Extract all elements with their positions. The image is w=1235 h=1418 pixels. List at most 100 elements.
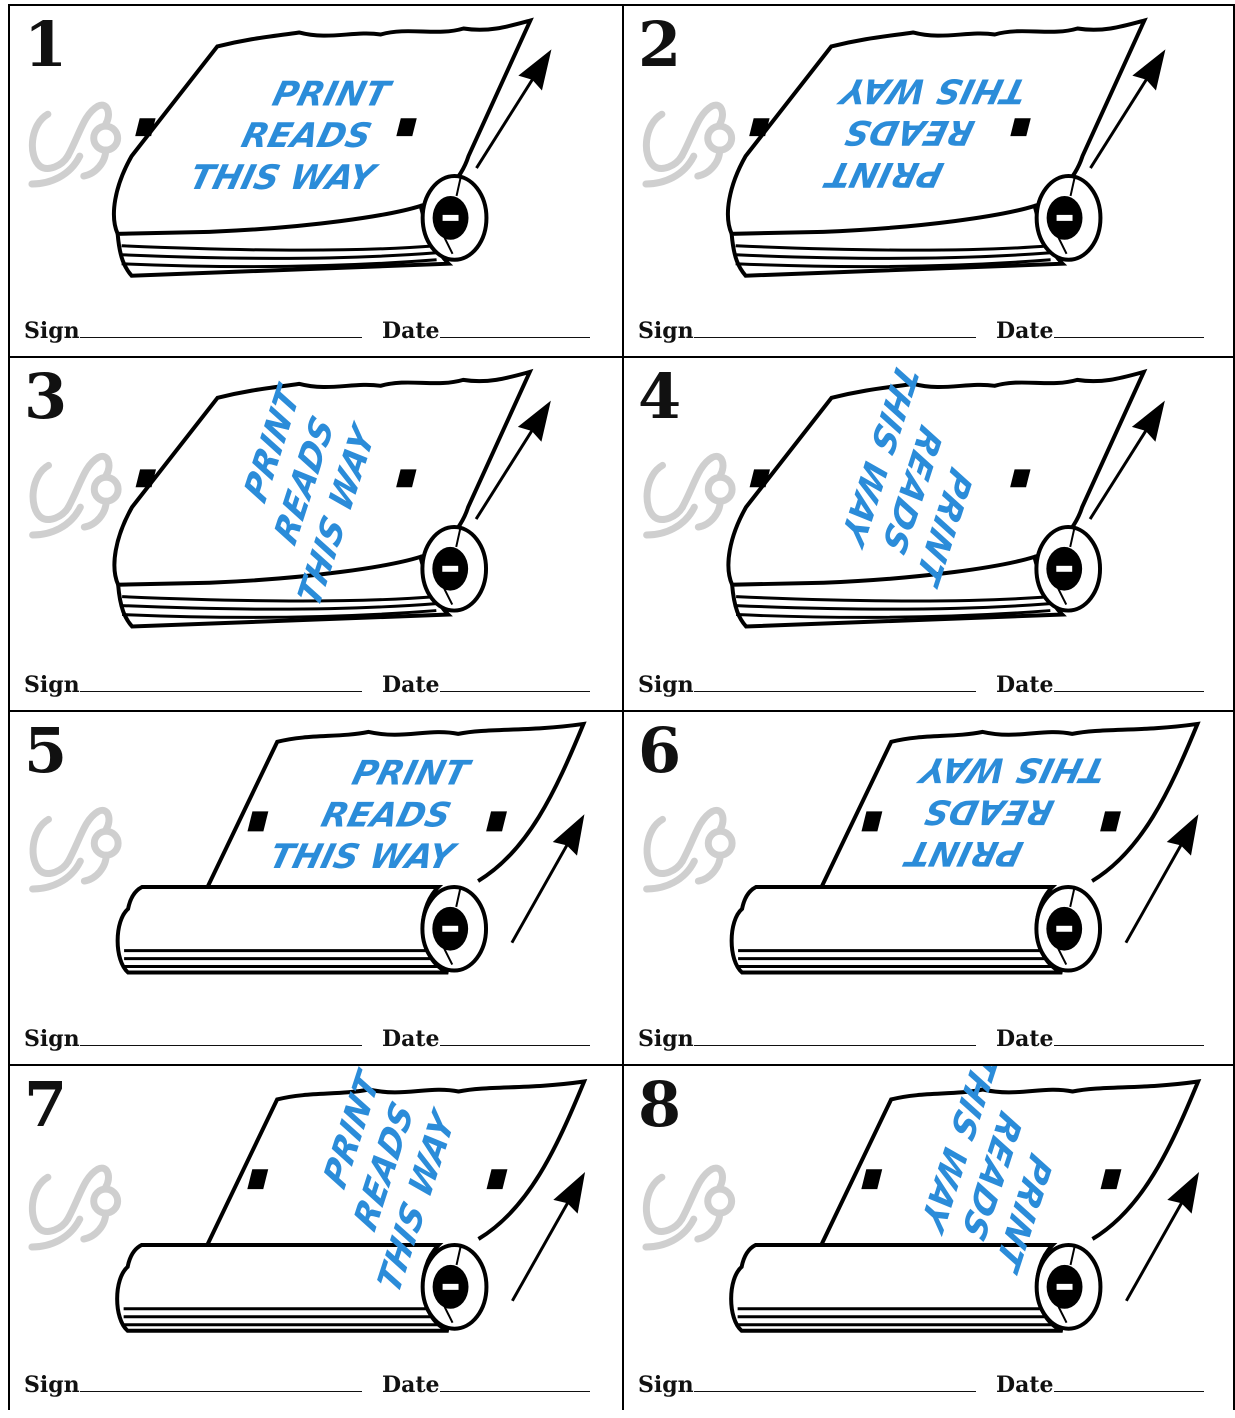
sign-label: Sign: [24, 318, 80, 344]
roll-illustration: PRINTREADSTHIS WAY: [10, 712, 622, 1064]
date-field[interactable]: Date: [996, 1026, 1204, 1052]
date-label: Date: [996, 672, 1054, 698]
panel-number: 2: [638, 14, 680, 76]
signature-line[interactable]: [694, 1373, 976, 1392]
sign-field[interactable]: Sign: [24, 1026, 362, 1052]
company-logo: [32, 1168, 118, 1247]
sign-field[interactable]: Sign: [24, 318, 362, 344]
sign-label: Sign: [638, 672, 694, 698]
print-text-line: PRINT: [348, 754, 475, 793]
sign-label: Sign: [24, 1026, 80, 1052]
print-text-line: PRINT: [900, 833, 1027, 872]
date-label: Date: [382, 318, 440, 344]
orientation-panel-4: PRINTREADSTHIS WAY4Sign Date: [622, 356, 1235, 710]
date-line[interactable]: [440, 319, 590, 338]
date-label: Date: [382, 672, 440, 698]
roll-core: [1036, 527, 1100, 611]
date-line[interactable]: [1054, 1373, 1204, 1392]
print-text-line: THIS WAY: [265, 838, 461, 877]
sign-label: Sign: [24, 672, 80, 698]
sign-field[interactable]: Sign: [638, 1372, 976, 1398]
signature-line[interactable]: [694, 673, 976, 692]
signature-line[interactable]: [694, 319, 976, 338]
roll-core: [422, 527, 486, 611]
date-field[interactable]: Date: [382, 1372, 590, 1398]
roll-core: [1037, 1245, 1101, 1329]
company-logo: [33, 810, 119, 889]
date-field[interactable]: Date: [382, 672, 590, 698]
sign-label: Sign: [24, 1372, 80, 1398]
roll-core: [1036, 887, 1100, 971]
date-label: Date: [382, 1372, 440, 1398]
company-logo: [646, 1168, 732, 1247]
date-line[interactable]: [1054, 673, 1204, 692]
company-logo: [647, 456, 733, 535]
roll-core: [423, 1245, 487, 1329]
date-label: Date: [996, 1372, 1054, 1398]
roll-core: [422, 887, 486, 971]
print-text-line: THIS WAY: [186, 158, 382, 197]
date-line[interactable]: [1054, 1027, 1204, 1046]
date-field[interactable]: Date: [996, 672, 1204, 698]
sign-label: Sign: [638, 1372, 694, 1398]
sign-field[interactable]: Sign: [24, 1372, 362, 1398]
orientation-panel-7: PRINTREADSTHIS WAY7SignDate: [8, 1064, 622, 1410]
sign-label: Sign: [638, 1026, 694, 1052]
print-text-line: PRINT: [820, 154, 947, 193]
date-field[interactable]: Date: [382, 1026, 590, 1052]
orientation-panel-2: PRINTREADSTHIS WAY2SignDate: [622, 4, 1235, 356]
print-text-line: THIS WAY: [834, 70, 1030, 109]
roll-core: [1037, 176, 1101, 260]
date-line[interactable]: [440, 673, 590, 692]
company-logo: [32, 105, 118, 184]
print-text-line: READS: [317, 796, 454, 835]
company-logo: [646, 105, 732, 184]
company-logo: [647, 810, 733, 889]
print-text-line: PRINT: [268, 75, 395, 114]
panel-number: 6: [638, 720, 680, 782]
date-field[interactable]: Date: [382, 318, 590, 344]
sign-label: Sign: [638, 318, 694, 344]
orientation-panel-6: PRINTREADSTHIS WAY6SignDate: [622, 710, 1235, 1064]
print-text-line: THIS WAY: [914, 750, 1110, 789]
roll-core: [423, 176, 487, 260]
panel-number: 5: [24, 720, 66, 782]
date-field[interactable]: Date: [996, 1372, 1204, 1398]
date-label: Date: [996, 318, 1054, 344]
signature-line[interactable]: [80, 1373, 362, 1392]
date-line[interactable]: [440, 1027, 590, 1046]
sign-field[interactable]: Sign: [24, 672, 362, 698]
panel-number: 7: [24, 1074, 66, 1136]
print-text-line: READS: [841, 112, 979, 151]
print-text-line: READS: [238, 117, 376, 156]
date-line[interactable]: [1054, 319, 1204, 338]
signature-line[interactable]: [80, 319, 362, 338]
panel-number: 3: [24, 366, 66, 428]
sign-field[interactable]: Sign: [638, 672, 976, 698]
panel-number: 8: [638, 1074, 680, 1136]
date-field[interactable]: Date: [996, 318, 1204, 344]
roll-illustration: PRINTREADSTHIS WAY: [10, 358, 622, 710]
date-line[interactable]: [440, 1373, 590, 1392]
signature-line[interactable]: [694, 1027, 976, 1046]
sign-field[interactable]: Sign: [638, 318, 976, 344]
panel-number: 4: [638, 366, 680, 428]
sign-field[interactable]: Sign: [638, 1026, 976, 1052]
print-text-line: READS: [920, 792, 1057, 831]
date-label: Date: [382, 1026, 440, 1052]
signature-line[interactable]: [80, 673, 362, 692]
company-logo: [33, 456, 119, 535]
signature-line[interactable]: [80, 1027, 362, 1046]
panel-number: 1: [24, 14, 66, 76]
